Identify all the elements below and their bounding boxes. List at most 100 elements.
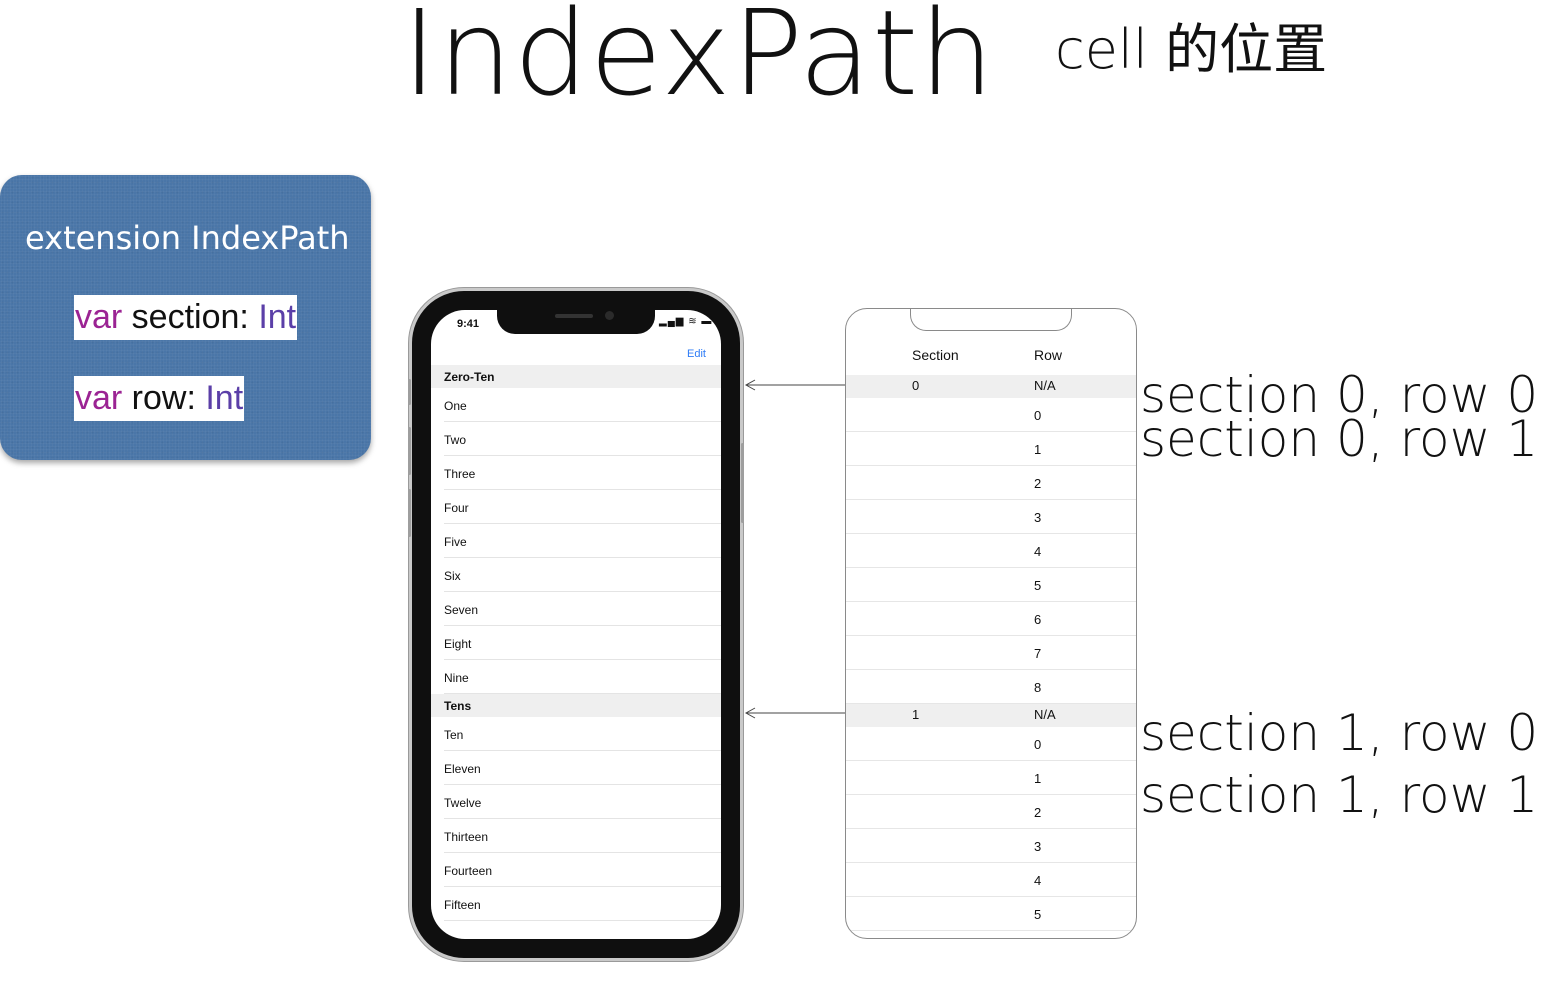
table-row[interactable]: Three (431, 456, 721, 490)
code-type: Int (205, 379, 244, 417)
index-table-row: 4 (846, 534, 1136, 568)
table-row[interactable]: Thirteen (431, 819, 721, 853)
index-table-row: 2 (846, 795, 1136, 829)
row-separator (846, 533, 1136, 534)
row-separator (444, 455, 721, 456)
row-separator (846, 794, 1136, 795)
row-separator (846, 669, 1136, 670)
table-row[interactable]: Nine (431, 660, 721, 694)
code-card: extension IndexPath var section: Int var… (0, 175, 371, 460)
annotation-s1-r0: section 1, row 0 (1140, 704, 1539, 762)
table-row-label: Thirteen (444, 830, 489, 844)
row-separator (846, 703, 1136, 704)
code-line-row: var row: Int (74, 376, 245, 421)
annotation-s0-r1: section 0, row 1 (1140, 410, 1539, 468)
status-time: 9:41 (457, 318, 480, 330)
table-row-label: Seven (444, 603, 479, 617)
index-table-row: 3 (846, 500, 1136, 534)
row-index: N/A (1034, 707, 1056, 722)
table-row-label: Two (444, 433, 467, 447)
table-row-label: Six (444, 569, 461, 583)
table-row-label: Fifteen (444, 898, 481, 912)
row-separator (444, 852, 721, 853)
table-row-label: Eight (444, 637, 472, 651)
section-header: Tens (431, 694, 721, 717)
row-index: 7 (1034, 646, 1042, 661)
row-index: 3 (1034, 839, 1042, 854)
row-separator (444, 750, 721, 751)
index-table-row: 7 (846, 636, 1136, 670)
index-table-row: 0 (846, 727, 1136, 761)
index-table-row: 1 (846, 761, 1136, 795)
row-separator (846, 896, 1136, 897)
speaker (555, 314, 593, 318)
index-table-row: 3 (846, 829, 1136, 863)
table-row[interactable]: Eight (431, 626, 721, 660)
table-row[interactable]: Seven (431, 592, 721, 626)
index-table-row: 2 (846, 466, 1136, 500)
row-index: 5 (1034, 907, 1042, 922)
row-index: 0 (1034, 408, 1042, 423)
row-index: 3 (1034, 510, 1042, 525)
volume-up-button (408, 427, 411, 475)
front-camera (605, 311, 614, 320)
table-row[interactable]: Two (431, 422, 721, 456)
annotation-s0-r0: section 0, row 0 (1140, 366, 1539, 424)
edit-button[interactable]: Edit (687, 348, 706, 360)
row-separator (846, 635, 1136, 636)
row-separator (444, 659, 721, 660)
index-table-row: 6 (846, 602, 1136, 636)
row-separator (444, 784, 721, 785)
table-row[interactable]: Fourteen (431, 853, 721, 887)
section-header-label: Zero-Ten (444, 370, 495, 384)
row-index: 2 (1034, 805, 1042, 820)
status-icons: ▂▄▆ ≋ ▬ (659, 316, 713, 327)
index-table-row: 5 (846, 568, 1136, 602)
index-table-row: 1 (846, 432, 1136, 466)
table-row[interactable]: Eleven (431, 751, 721, 785)
arrow-head-section-1 (744, 707, 756, 719)
row-separator (444, 693, 721, 694)
table-row[interactable]: Twelve (431, 785, 721, 819)
table-row-label: One (444, 399, 467, 413)
table-row-label: Fourteen (444, 864, 493, 878)
code-line-section: var section: Int (74, 295, 298, 340)
notch (497, 310, 655, 334)
table-row-label: Four (444, 501, 469, 515)
index-table-row: 4 (846, 863, 1136, 897)
index-table-row: 8 (846, 670, 1136, 704)
row-separator (444, 886, 721, 887)
row-separator (846, 760, 1136, 761)
row-separator (444, 557, 721, 558)
table-row-label: Five (444, 535, 467, 549)
code-type: Int (258, 298, 297, 336)
table-row[interactable]: Six (431, 558, 721, 592)
row-separator (444, 489, 721, 490)
row-separator (846, 930, 1136, 931)
row-index: 1 (1034, 771, 1042, 786)
table-row[interactable]: Four (431, 490, 721, 524)
section-header-label: Tens (444, 699, 472, 713)
table-row[interactable]: One (431, 388, 721, 422)
index-table-row: 5 (846, 897, 1136, 931)
row-index: 4 (1034, 544, 1042, 559)
table-row[interactable]: Fifteen (431, 887, 721, 921)
code-keyword: var (75, 379, 123, 417)
table-row-label: Nine (444, 671, 469, 685)
row-separator (846, 567, 1136, 568)
table-row[interactable]: Ten (431, 717, 721, 751)
row-separator (444, 421, 721, 422)
row-separator (846, 601, 1136, 602)
code-property: row: (122, 379, 206, 417)
page-title: IndexPath (402, 0, 996, 122)
row-separator (444, 818, 721, 819)
row-index: 1 (1034, 442, 1042, 457)
table-row[interactable]: Five (431, 524, 721, 558)
section-index: 0 (912, 378, 920, 393)
